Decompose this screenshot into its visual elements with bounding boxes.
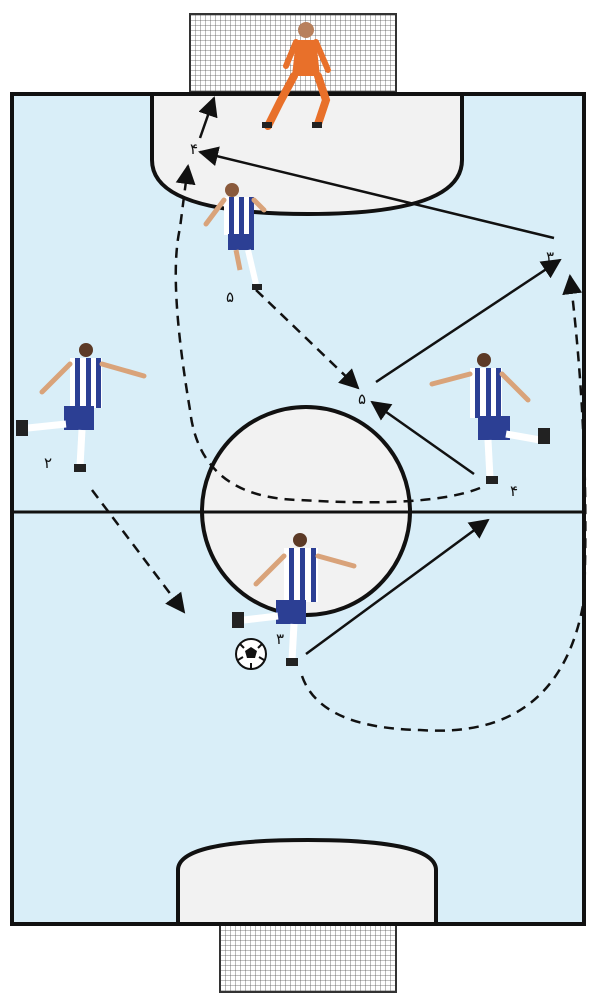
bottom-penalty-area [176,837,438,926]
label-goalkeeper-target: ۴ [190,140,198,158]
label-right-wing-target: ۳ [546,248,554,266]
run-arrow-wide-loop [174,164,481,504]
run-arrows [91,164,587,732]
label-right-player: ۴ [510,482,518,500]
player-top [203,183,267,290]
pass-arrow-bottom-player [305,518,490,656]
player-right [429,353,550,484]
pass-arrow-to-right-wing [375,258,562,384]
run-arrow-left-player [91,489,186,614]
run-arrow-bottom-loop [300,274,587,732]
soccer-ball-icon [235,638,267,670]
pass-arrows [198,96,562,656]
pass-arrow-to-goal-area [198,146,555,240]
pass-arrow-right-player [370,400,475,476]
top-penalty-area [150,92,464,217]
player-left [16,343,147,472]
goalkeeper [262,22,331,130]
label-top-player: ۵ [226,288,234,306]
label-left-player: ۲ [44,454,52,472]
player-bottom [232,533,357,666]
run-arrow-top-player [255,289,360,390]
label-bottom-player: ۳ [276,630,284,648]
pass-arrow-shot [198,96,218,139]
label-center-run: ۵ [358,390,366,408]
bottom-goal-net [219,923,397,993]
